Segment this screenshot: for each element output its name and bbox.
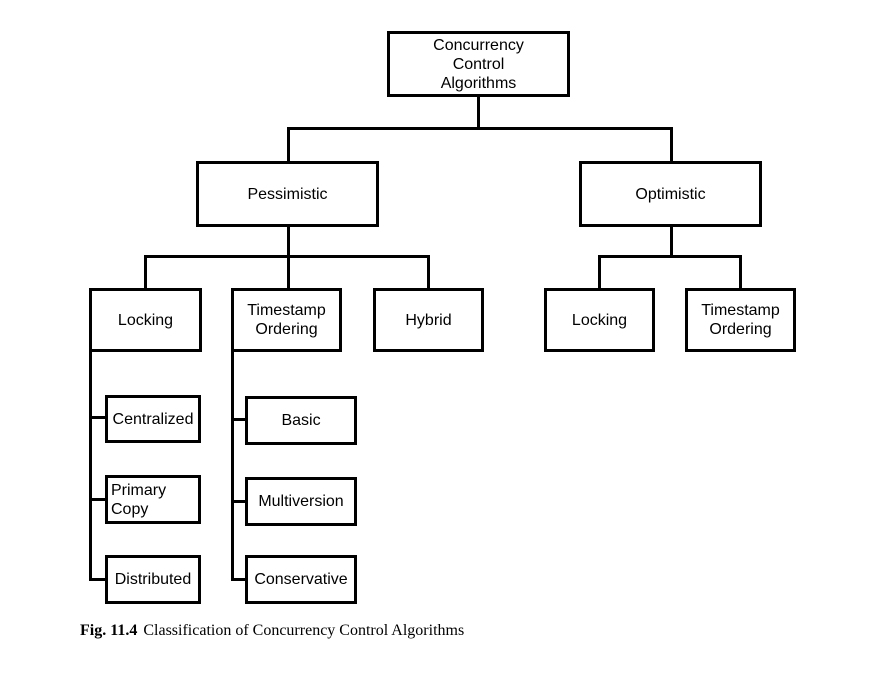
multiversion-node: Multiversion [245, 477, 357, 526]
pessimistic-node: Pessimistic [196, 161, 379, 227]
conservative-node: Conservative [245, 555, 357, 604]
centralized-node: Centralized [105, 395, 201, 443]
basic-node: Basic [245, 396, 357, 445]
timestamp-spine [231, 350, 234, 581]
p-locking-drop [144, 255, 147, 290]
pessimistic-stem [287, 225, 290, 257]
figure-number: Fig. 11.4 [80, 622, 138, 639]
primary-copy-tick [89, 498, 107, 501]
p-timestamp-drop [287, 255, 290, 290]
pessimistic-drop [287, 127, 290, 163]
primary-copy-node: Primary Copy [105, 475, 201, 524]
distributed-tick [89, 578, 107, 581]
pessimistic-timestamp-node: Timestamp Ordering [231, 288, 342, 352]
optimistic-node: Optimistic [579, 161, 762, 227]
distributed-node: Distributed [105, 555, 201, 604]
hybrid-drop [427, 255, 430, 290]
optimistic-drop [670, 127, 673, 163]
centralized-tick [89, 416, 107, 419]
hybrid-node: Hybrid [373, 288, 484, 352]
o-timestamp-drop [739, 255, 742, 290]
optimistic-timestamp-node: Timestamp Ordering [685, 288, 796, 352]
optimistic-children-bar [598, 255, 742, 258]
root-node: Concurrency Control Algorithms [387, 31, 570, 97]
conservative-tick [231, 578, 247, 581]
locking-spine [89, 350, 92, 581]
basic-tick [231, 418, 247, 421]
pessimistic-locking-node: Locking [89, 288, 202, 352]
o-locking-drop [598, 255, 601, 290]
level1-bar [287, 127, 673, 130]
multiversion-tick [231, 500, 247, 503]
optimistic-locking-node: Locking [544, 288, 655, 352]
figure-caption: Fig. 11.4 Classification of Concurrency C… [80, 622, 464, 640]
figure-caption-text: Classification of Concurrency Control Al… [143, 622, 465, 639]
root-stem [477, 95, 480, 129]
optimistic-stem [670, 225, 673, 257]
